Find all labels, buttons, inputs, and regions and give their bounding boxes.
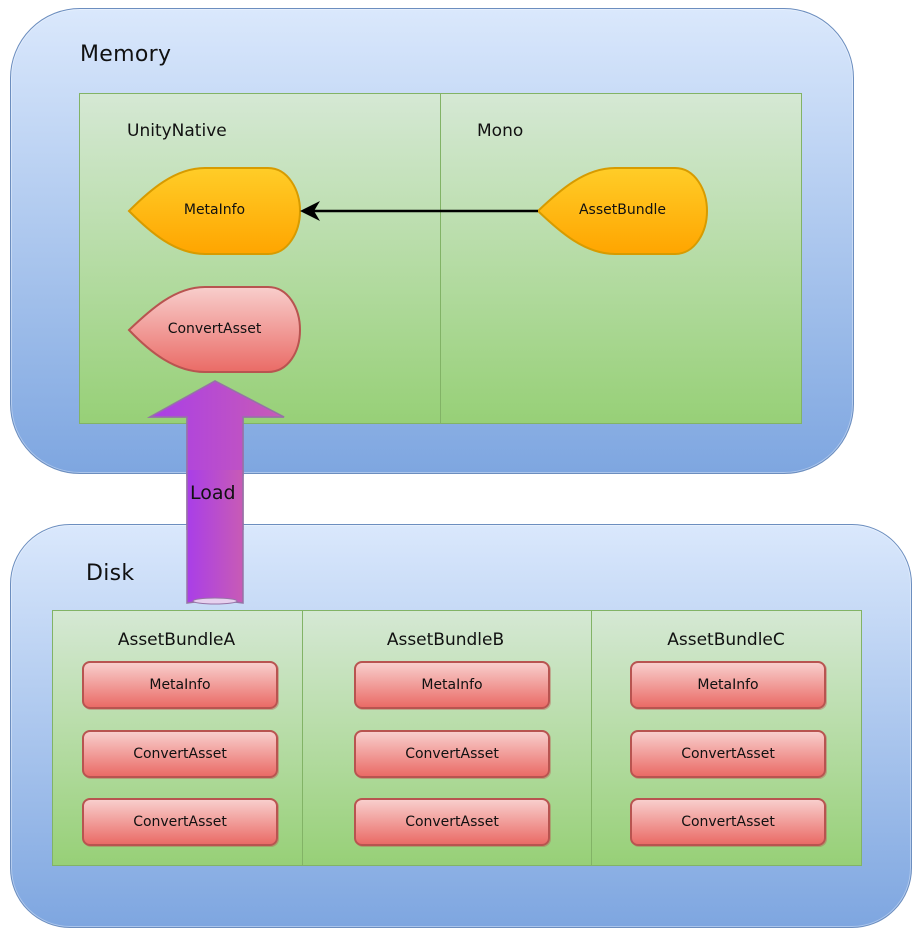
load-arrow-head (147, 380, 285, 476)
bundle-b-item[interactable]: MetaInfo (354, 661, 550, 709)
load-arrow-shaft (186, 523, 244, 604)
lane-label-mono: Mono (477, 121, 524, 141)
bundle-b-item[interactable]: ConvertAsset (354, 730, 550, 778)
memory-title: Memory (80, 42, 172, 67)
convertasset-shape[interactable] (127, 286, 302, 373)
metainfo-label: MetaInfo (183, 202, 246, 218)
bundle-title-a: AssetBundleA (117, 630, 236, 650)
bundle-title-c: AssetBundleC (667, 630, 785, 650)
bundle-title-b: AssetBundleB (386, 630, 505, 650)
bundle-c-item[interactable]: ConvertAsset (630, 730, 826, 778)
bundle-a-item[interactable]: ConvertAsset (82, 798, 278, 846)
assetbundle-label: AssetBundle (578, 202, 666, 218)
lane-divider (591, 611, 592, 865)
bundle-c-item[interactable]: MetaInfo (630, 661, 826, 709)
lane-divider (440, 94, 441, 423)
lane-divider (302, 611, 303, 865)
load-arrow-mid (187, 470, 243, 530)
bundle-a-item[interactable]: ConvertAsset (82, 730, 278, 778)
bundle-c-item[interactable]: ConvertAsset (630, 798, 826, 846)
disk-title: Disk (86, 561, 135, 586)
convertasset-label: ConvertAsset (167, 321, 262, 337)
lane-label-unitynative: UnityNative (127, 121, 227, 141)
bundle-b-item[interactable]: ConvertAsset (354, 798, 550, 846)
assetbundle-shape[interactable] (536, 167, 709, 255)
bundle-a-item[interactable]: MetaInfo (82, 661, 278, 709)
load-arrow-base (192, 597, 238, 605)
load-label-overlay: Load (190, 482, 236, 504)
